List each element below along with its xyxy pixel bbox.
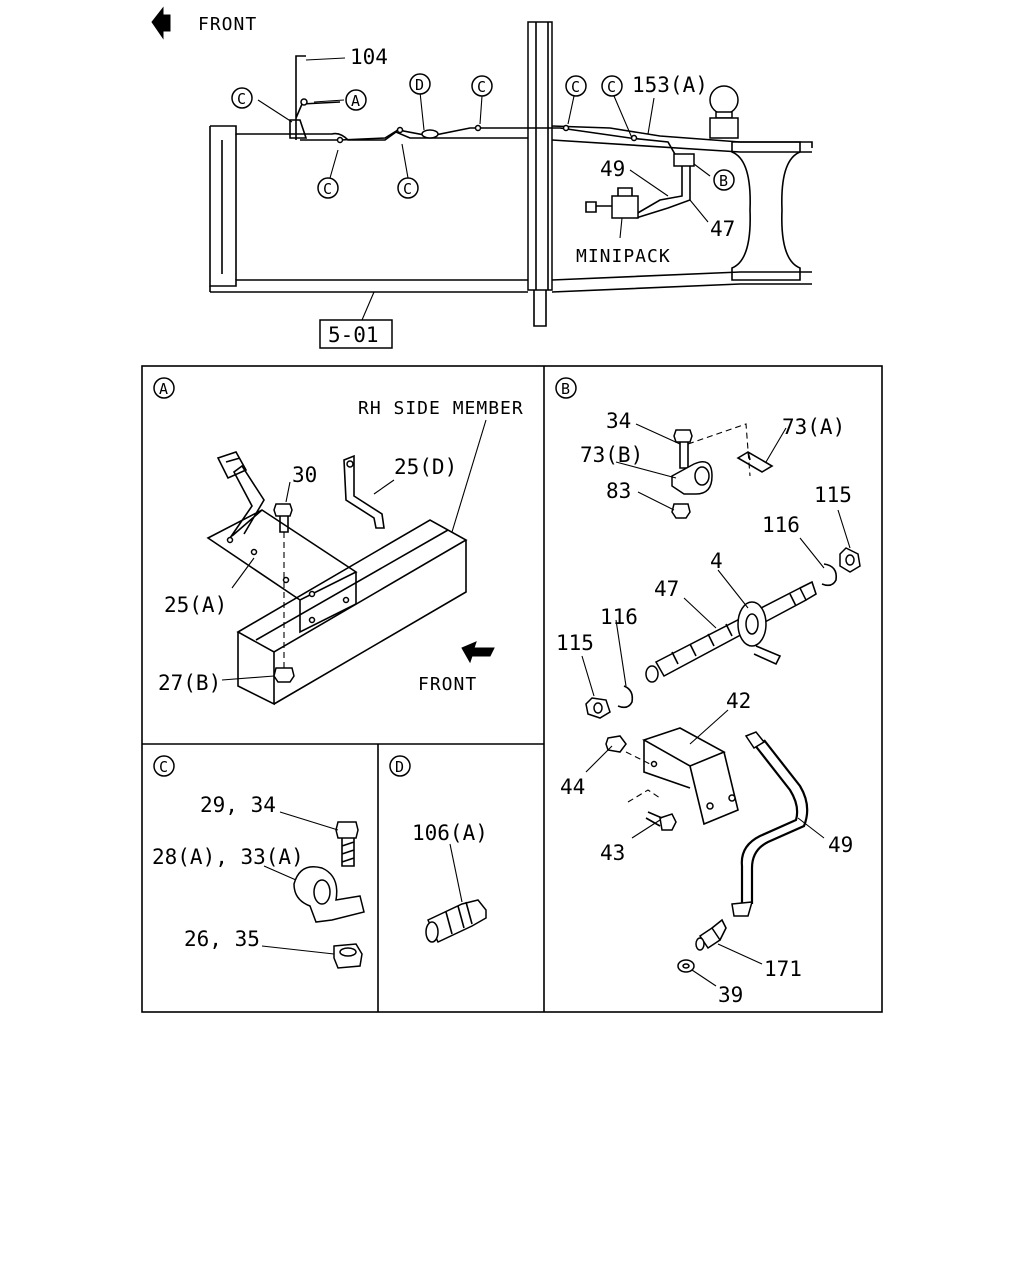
svg-text:D: D <box>415 76 424 94</box>
callout-c-5: C <box>317 177 339 199</box>
label-39: 39 <box>718 983 743 1007</box>
svg-text:C: C <box>237 90 246 108</box>
label-83: 83 <box>606 479 631 503</box>
hitch-ball <box>709 85 739 115</box>
callout-d: D <box>409 73 431 95</box>
callout-c-3: C <box>565 75 587 97</box>
pipe-49 <box>740 743 799 904</box>
label-44: 44 <box>560 775 585 799</box>
side-member <box>236 519 468 706</box>
frame-rail <box>209 125 528 287</box>
label-30: 30 <box>292 463 317 487</box>
callout-c-4: C <box>601 75 623 97</box>
panel-d: D 106(A) <box>389 755 488 944</box>
panel-d-title: D <box>389 755 411 777</box>
svg-text:C: C <box>607 78 616 96</box>
label-ref-5-01: 5-01 <box>328 323 379 347</box>
bracket-25a <box>206 464 358 634</box>
clip-116-bottom <box>617 685 634 709</box>
nut-27b <box>273 667 295 683</box>
front-label: FRONT <box>198 14 257 35</box>
svg-text:A: A <box>351 92 360 110</box>
label-47-b: 47 <box>654 577 679 601</box>
label-49-b: 49 <box>828 833 853 857</box>
svg-text:B: B <box>719 172 728 190</box>
label-front-a: FRONT <box>418 674 477 695</box>
label-25a: 25(A) <box>164 593 227 617</box>
rear-crossmember <box>731 141 801 281</box>
front-arrow-icon <box>151 6 171 40</box>
callout-b: B <box>713 169 735 191</box>
bolt-43 <box>659 813 677 831</box>
label-26-35: 26, 35 <box>184 927 260 951</box>
ref-box <box>319 319 393 349</box>
label-116-bottom: 116 <box>600 605 638 629</box>
main-view: 104 153(A) 49 47 MINIPACK 5-01 C A D C C… <box>209 21 813 349</box>
svg-text:C: C <box>403 180 412 198</box>
label-34-b: 34 <box>606 409 631 433</box>
svg-text:C: C <box>571 78 580 96</box>
label-104: 104 <box>350 45 388 69</box>
label-73b: 73(B) <box>580 443 643 467</box>
label-73a: 73(A) <box>782 415 845 439</box>
label-28a-33a: 28(A), 33(A) <box>152 845 304 869</box>
svg-text:C: C <box>477 78 486 96</box>
label-115-top: 115 <box>814 483 852 507</box>
label-106a: 106(A) <box>412 821 488 845</box>
svg-text:C: C <box>159 758 168 776</box>
label-116-top: 116 <box>762 513 800 537</box>
bolt-29-34 <box>335 821 359 839</box>
svg-text:B: B <box>561 380 570 398</box>
panel-b-title: B <box>555 377 577 399</box>
panel-a: A RH SIDE MEMBER 30 25(D) 25(A) 27(B) FR… <box>153 377 524 706</box>
nut-83 <box>671 503 691 519</box>
front-indicator: FRONT <box>151 6 257 40</box>
label-rh-side-member: RH SIDE MEMBER <box>358 398 524 419</box>
bolt-34 <box>673 429 693 443</box>
detail-panels <box>141 365 883 1013</box>
fitting-106a <box>427 899 487 944</box>
panel-b: B <box>555 377 861 1007</box>
panel-a-title: A <box>153 377 175 399</box>
bracket-42 <box>642 727 739 826</box>
label-49-main: 49 <box>600 157 625 181</box>
connector-block <box>673 153 695 167</box>
panel-c: C 29, 34 28(A), 33(A) 26, 35 <box>152 755 365 969</box>
label-minipack: MINIPACK <box>576 246 671 267</box>
label-4: 4 <box>710 549 723 573</box>
label-153a: 153(A) <box>632 73 708 97</box>
clip-116-top <box>821 563 838 587</box>
front-arrow-a-icon <box>461 641 495 664</box>
callout-c-6: C <box>397 177 419 199</box>
nut-44 <box>605 735 627 753</box>
bracket-25d <box>343 454 385 529</box>
label-171: 171 <box>764 957 802 981</box>
callout-c-2: C <box>471 75 493 97</box>
label-43: 43 <box>600 841 625 865</box>
label-42: 42 <box>726 689 751 713</box>
callout-a: A <box>345 89 367 111</box>
label-115-bottom: 115 <box>556 631 594 655</box>
panel-c-title: C <box>153 755 175 777</box>
svg-text:A: A <box>159 380 168 398</box>
bolt-30 <box>273 503 293 517</box>
label-27b: 27(B) <box>158 671 221 695</box>
label-25d: 25(D) <box>394 455 457 479</box>
label-47-main: 47 <box>710 217 735 241</box>
minipack <box>611 195 639 219</box>
label-29-34: 29, 34 <box>200 793 276 817</box>
hose-47 <box>654 586 807 678</box>
clip-73a <box>736 451 774 473</box>
svg-text:C: C <box>323 180 332 198</box>
callout-c-1: C <box>231 87 253 109</box>
svg-text:D: D <box>395 758 404 776</box>
